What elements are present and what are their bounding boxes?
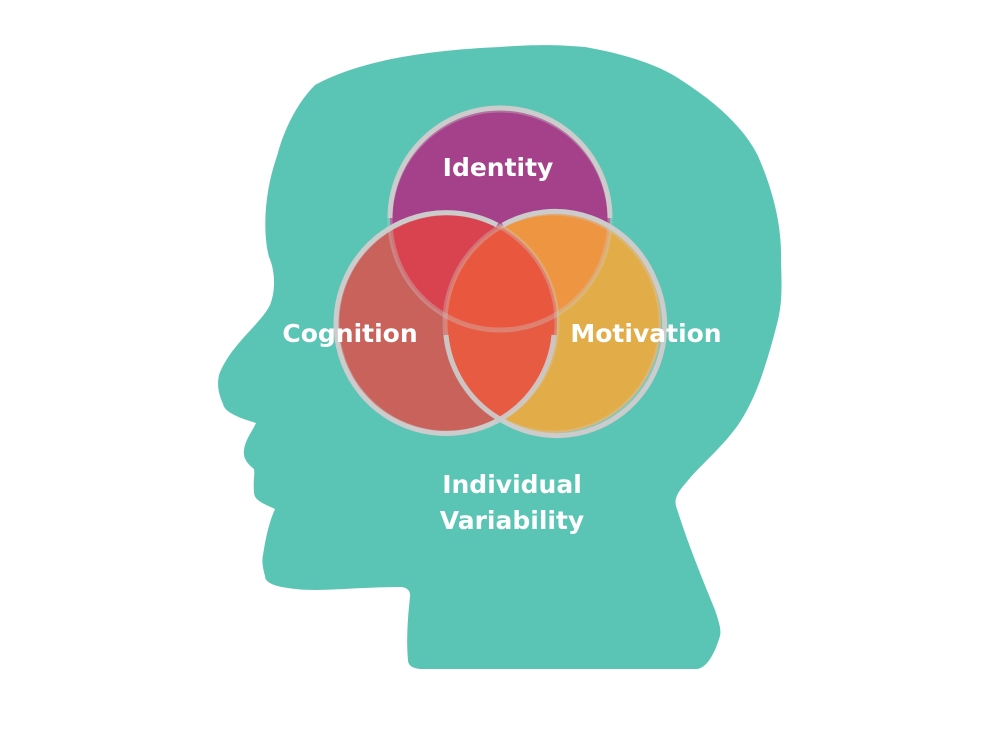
motivation-label: Motivation — [570, 319, 721, 348]
cognition-label: Cognition — [282, 319, 417, 348]
identity-label: Identity — [443, 153, 554, 182]
individual-variability-line1: Individual — [442, 470, 582, 499]
venn-regions — [333, 105, 668, 439]
individual-variability-line2: Variability — [440, 506, 584, 535]
